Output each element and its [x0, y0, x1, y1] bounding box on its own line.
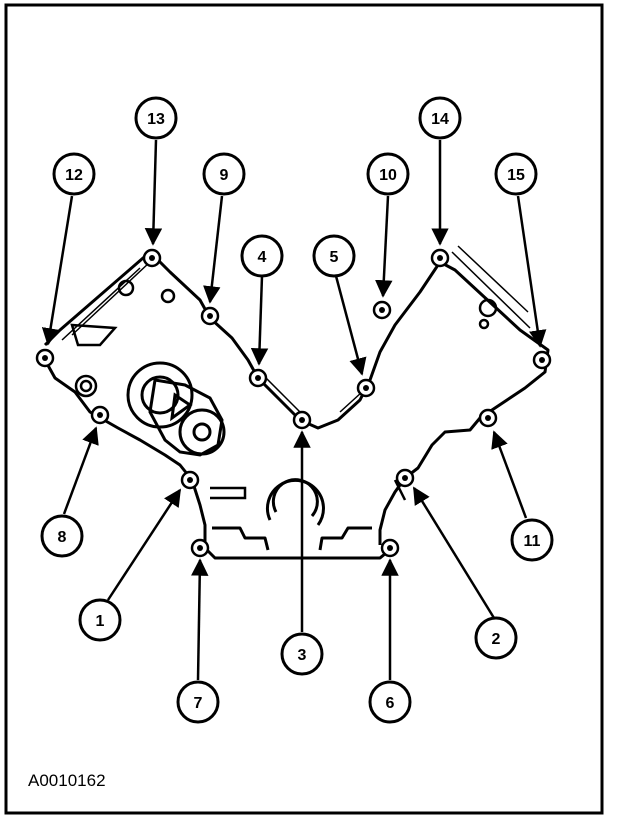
- svg-text:15: 15: [507, 167, 525, 184]
- svg-text:14: 14: [431, 111, 449, 128]
- callout-8: 8: [40, 514, 84, 558]
- cover-outline-left: [43, 250, 442, 430]
- cover-detail-lines: [61, 245, 531, 413]
- svg-text:13: 13: [147, 111, 165, 128]
- callout-15: 15: [494, 152, 538, 196]
- cover-ledge-right: [318, 526, 372, 551]
- leader-5: [334, 275, 367, 376]
- leader-2: [412, 486, 496, 619]
- timing-cover: [43, 250, 550, 560]
- leader-7: [190, 558, 209, 681]
- figure-id-label: A0010162: [28, 771, 106, 790]
- callout-12: 12: [52, 152, 96, 196]
- leader-8: [62, 426, 99, 515]
- callout-1: 1: [78, 598, 122, 642]
- svg-text:4: 4: [258, 249, 267, 266]
- leader-13: [144, 139, 163, 246]
- leader-12: [41, 195, 74, 346]
- callout-11: 11: [510, 518, 554, 562]
- svg-text:7: 7: [194, 695, 203, 712]
- svg-text:10: 10: [379, 167, 397, 184]
- svg-text:8: 8: [58, 529, 67, 546]
- leader-11: [491, 430, 528, 519]
- callout-9: 9: [202, 152, 246, 196]
- cover-outline-left-lower: [43, 359, 207, 548]
- svg-text:12: 12: [65, 167, 83, 184]
- cover-outline-bottom: [203, 546, 393, 560]
- leader-arrows: [41, 139, 547, 681]
- callouts: 1 2 3 4 5 6 7 8 9 10 11 12 13 14 15: [40, 96, 554, 724]
- svg-text:2: 2: [492, 631, 501, 648]
- svg-text:6: 6: [386, 695, 395, 712]
- callout-14: 14: [418, 96, 462, 140]
- svg-text:11: 11: [524, 533, 541, 550]
- cover-bosses: [70, 279, 498, 501]
- bolts: [35, 248, 552, 558]
- callout-10: 10: [366, 152, 410, 196]
- leader-15: [516, 195, 547, 348]
- leader-4: [250, 275, 269, 366]
- svg-text:9: 9: [220, 167, 229, 184]
- svg-text:1: 1: [96, 613, 105, 630]
- leader-1: [106, 488, 182, 601]
- cover-outline-right: [378, 260, 550, 545]
- cover-ledge-left: [212, 526, 270, 551]
- crankshaft-seal: [265, 478, 325, 526]
- svg-text:3: 3: [298, 647, 307, 664]
- leader-10: [375, 195, 393, 298]
- svg-text:5: 5: [330, 249, 339, 266]
- bolt-centers: [42, 255, 545, 551]
- leader-9: [203, 195, 224, 304]
- callout-13: 13: [134, 96, 178, 140]
- belt-tensioner: [126, 361, 226, 457]
- figure-frame: [4, 3, 604, 815]
- callout-7: 7: [176, 680, 220, 724]
- callout-3: 3: [280, 632, 324, 676]
- callout-5: 5: [312, 234, 356, 278]
- callout-4: 4: [240, 234, 284, 278]
- callout-2: 2: [474, 616, 518, 660]
- callout-6: 6: [368, 680, 412, 724]
